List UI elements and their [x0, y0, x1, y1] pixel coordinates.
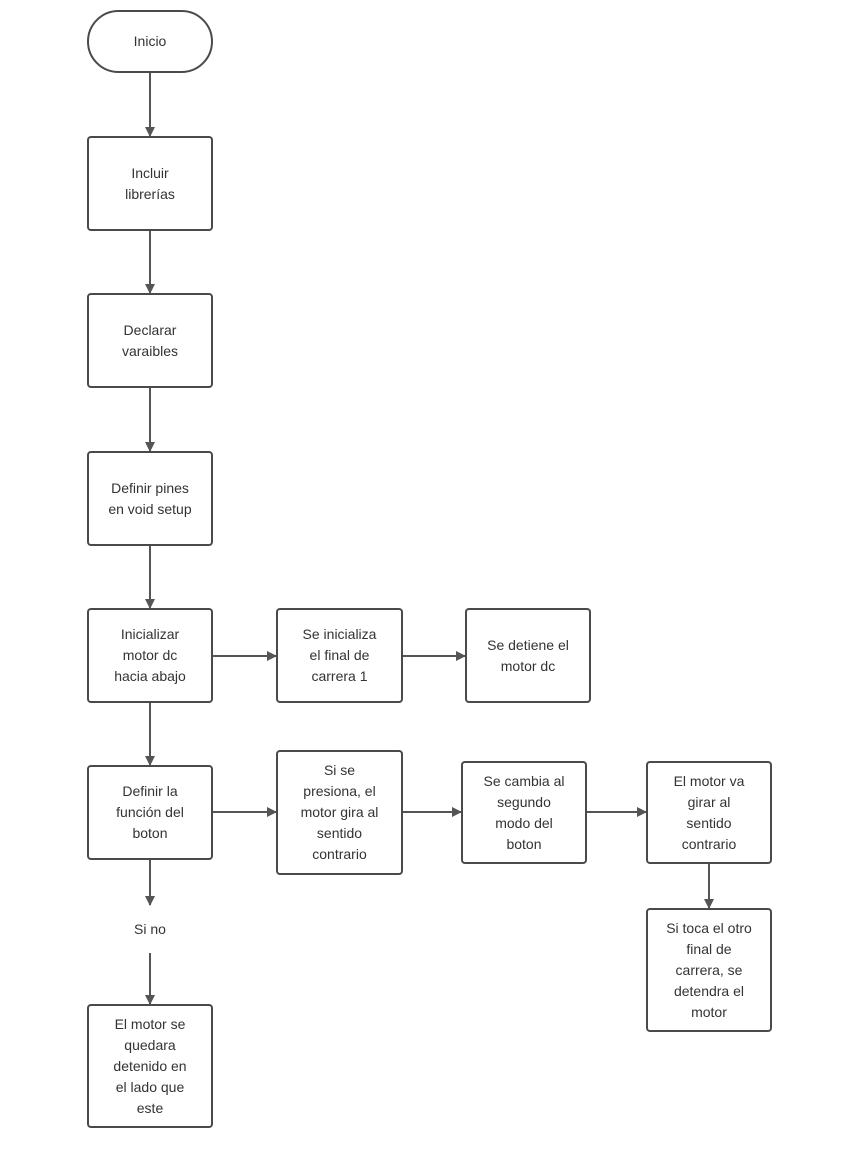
node-si-presiona-label: Si se presiona, el motor gira al sentido…: [300, 762, 379, 862]
node-detiene-motor: Se detiene el motor dc: [465, 608, 591, 703]
node-toca-final-label: Si toca el otro final de carrera, se det…: [666, 919, 752, 1020]
node-declarar-variables: Declarar varaibles: [87, 293, 213, 388]
node-funcion-boton-label: Definir la función del boton: [116, 783, 184, 841]
node-motor-girar: El motor va girar al sentido contrario: [646, 761, 772, 864]
node-si-presiona: Si se presiona, el motor gira al sentido…: [276, 750, 403, 875]
node-motor-girar-label: El motor va girar al sentido contrario: [673, 772, 745, 852]
node-inicio-label: Inicio: [133, 33, 167, 49]
node-motor-detenido: El motor se quedara detenido en el lado …: [87, 1004, 213, 1128]
node-incluir-librerias: Incluir librerías: [87, 136, 213, 231]
node-inicio: Inicio: [87, 10, 213, 73]
node-toca-final: Si toca el otro final de carrera, se det…: [646, 908, 772, 1032]
node-segundo-modo-label: Se cambia al segundo modo del boton: [483, 772, 565, 852]
node-si-no: Si no: [105, 907, 195, 951]
node-final-carrera-1: Se inicializa el final de carrera 1: [276, 608, 403, 703]
node-declarar-variables-label: Declarar varaibles: [121, 321, 179, 359]
node-inicializar-motor-label: Inicializar motor dc hacia abajo: [114, 626, 186, 684]
node-si-no-label: Si no: [134, 920, 166, 937]
node-segundo-modo: Se cambia al segundo modo del boton: [461, 761, 587, 864]
node-inicializar-motor: Inicializar motor dc hacia abajo: [87, 608, 213, 703]
node-final-carrera-1-label: Se inicializa el final de carrera 1: [302, 626, 377, 684]
node-funcion-boton: Definir la función del boton: [87, 765, 213, 860]
node-incluir-librerias-label: Incluir librerías: [125, 164, 175, 202]
node-detiene-motor-label: Se detiene el motor dc: [487, 636, 569, 674]
node-motor-detenido-label: El motor se quedara detenido en el lado …: [113, 1015, 187, 1116]
node-definir-pines-label: Definir pines en void setup: [108, 479, 192, 517]
node-definir-pines: Definir pines en void setup: [87, 451, 213, 546]
